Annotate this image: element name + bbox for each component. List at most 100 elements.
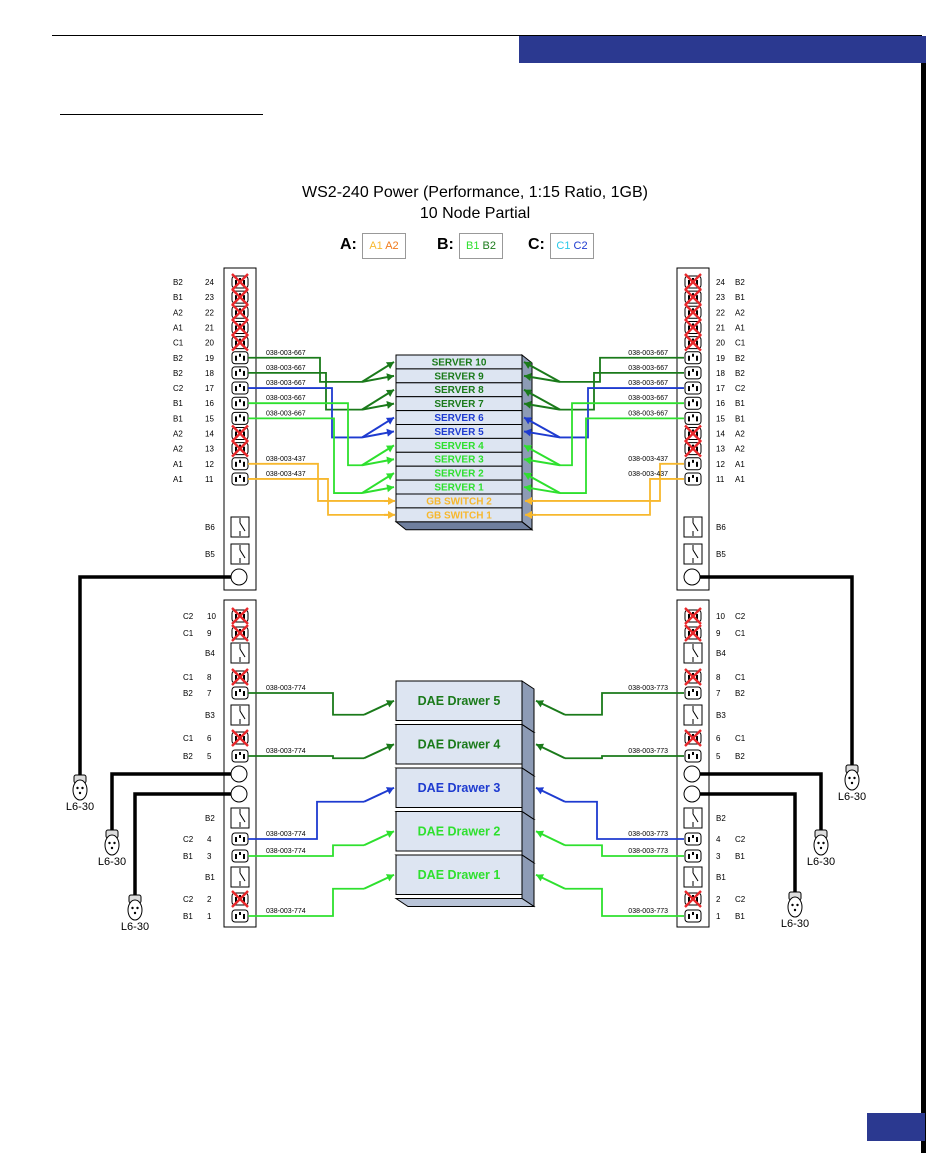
outlet-pin [696, 280, 698, 285]
outlet-circuit-label: B2 [735, 354, 745, 363]
cable-part-label: 038-003-667 [266, 380, 306, 387]
arrowhead [524, 445, 533, 453]
pdu-inlet [683, 568, 701, 586]
arrowhead [386, 484, 394, 493]
outlet-body [231, 396, 249, 410]
outlet-pin [692, 474, 694, 478]
outlet-circuit-label: A1 [173, 323, 183, 332]
breaker-line [239, 549, 246, 559]
arrowhead [524, 400, 532, 409]
legend-key: B: [437, 236, 454, 253]
outlet-pin [235, 476, 237, 482]
drawer-side [521, 767, 535, 821]
cable-part-label: 038-003-773 [628, 685, 668, 692]
plug-pin [817, 841, 820, 845]
outlet-pin [239, 629, 241, 632]
outlet-body [231, 849, 249, 863]
outlet-pin [239, 384, 241, 388]
power-cable [248, 371, 362, 411]
outlet-pin [243, 837, 245, 842]
outlet-body [684, 909, 702, 923]
disabled-cross [684, 424, 702, 443]
cable-part-label: 038-003-667 [628, 365, 668, 372]
outlet-number-label: 7 [207, 689, 212, 698]
disabled-cross [684, 303, 702, 322]
cable-part-label: 038-003-437 [266, 471, 306, 478]
cable-arrow [361, 361, 395, 383]
disabled-cross [231, 624, 249, 642]
cable-part-label: 038-003-667 [266, 365, 306, 372]
pdu-inlet [230, 765, 248, 783]
server-label: SERVER 5 [434, 427, 484, 438]
outlet-number-label: 15 [716, 414, 725, 423]
drawer-label: DAE Drawer 2 [418, 825, 501, 839]
outlet-pin [692, 689, 694, 692]
outlet-body [231, 351, 249, 365]
outlet-pin [243, 854, 245, 859]
outlet-number-label: 17 [205, 384, 214, 393]
breaker-icon [230, 807, 250, 829]
outlet-pin [243, 280, 245, 285]
arrowhead [385, 874, 394, 882]
arrowhead [386, 401, 394, 409]
drawer-label: DAE Drawer 5 [418, 694, 501, 708]
outlet-pin [688, 386, 690, 392]
legend-code: A1 [369, 240, 386, 252]
arrowhead [385, 361, 394, 370]
outlet-circuit-label: B2 [183, 689, 193, 698]
breaker-line [692, 710, 699, 720]
outlet-number-label: 21 [716, 323, 725, 332]
plug-pin [76, 786, 79, 790]
pdu-inlet [683, 785, 701, 803]
outlet-pin [688, 325, 690, 331]
outlet-icon [684, 624, 702, 642]
outlet-pin [239, 353, 241, 357]
outlet-pin [239, 474, 241, 478]
outlet-pin [688, 280, 690, 285]
outlet-pin [243, 614, 245, 619]
outlet-pin [688, 897, 690, 902]
outlet-circuit-label: A2 [173, 445, 183, 454]
outlet-pin [692, 673, 694, 676]
plug-body [844, 769, 860, 791]
outlet-pin [235, 280, 237, 285]
outlet-pin [696, 446, 698, 452]
arrowhead [536, 743, 545, 751]
legend-code: A2 [385, 240, 399, 252]
drawer-label: DAE Drawer 4 [418, 738, 501, 752]
dae-drawer [395, 811, 523, 852]
outlet-pin [243, 370, 245, 376]
outlet-pin [243, 355, 245, 361]
outlet-icon [231, 909, 249, 923]
breaker-body [683, 807, 703, 829]
outlet-icon [684, 909, 702, 923]
cable-part-label: 038-003-773 [628, 831, 668, 838]
outlet-pin [692, 835, 694, 838]
arrowhead [388, 496, 395, 505]
breaker-label: B4 [205, 649, 215, 658]
outlet-pin [688, 736, 690, 741]
outlet-pin [243, 691, 245, 696]
heading-underline [60, 114, 263, 115]
disabled-cross [684, 333, 702, 352]
outlet-number-label: 2 [716, 895, 721, 904]
outlet-number-label: 16 [205, 399, 214, 408]
outlet-icon [231, 668, 249, 686]
plug-pin [791, 903, 794, 907]
server-label: SERVER 9 [434, 371, 484, 382]
arrowhead [524, 456, 532, 465]
outlet-icon [684, 424, 702, 443]
plug-pin [81, 786, 84, 790]
server-label: SERVER 1 [434, 483, 484, 494]
outlet-body [231, 411, 249, 425]
l6-30-plug [72, 774, 88, 801]
breaker-line [692, 549, 699, 559]
outlet-icon [231, 396, 249, 410]
outlet-pin [239, 338, 241, 342]
outlet-pin [692, 278, 694, 281]
outlet-circuit-label: C1 [183, 629, 194, 638]
power-cord [78, 575, 231, 775]
plug-pin [136, 906, 139, 910]
outlet-pin [235, 691, 237, 696]
outlet-body [231, 686, 249, 700]
